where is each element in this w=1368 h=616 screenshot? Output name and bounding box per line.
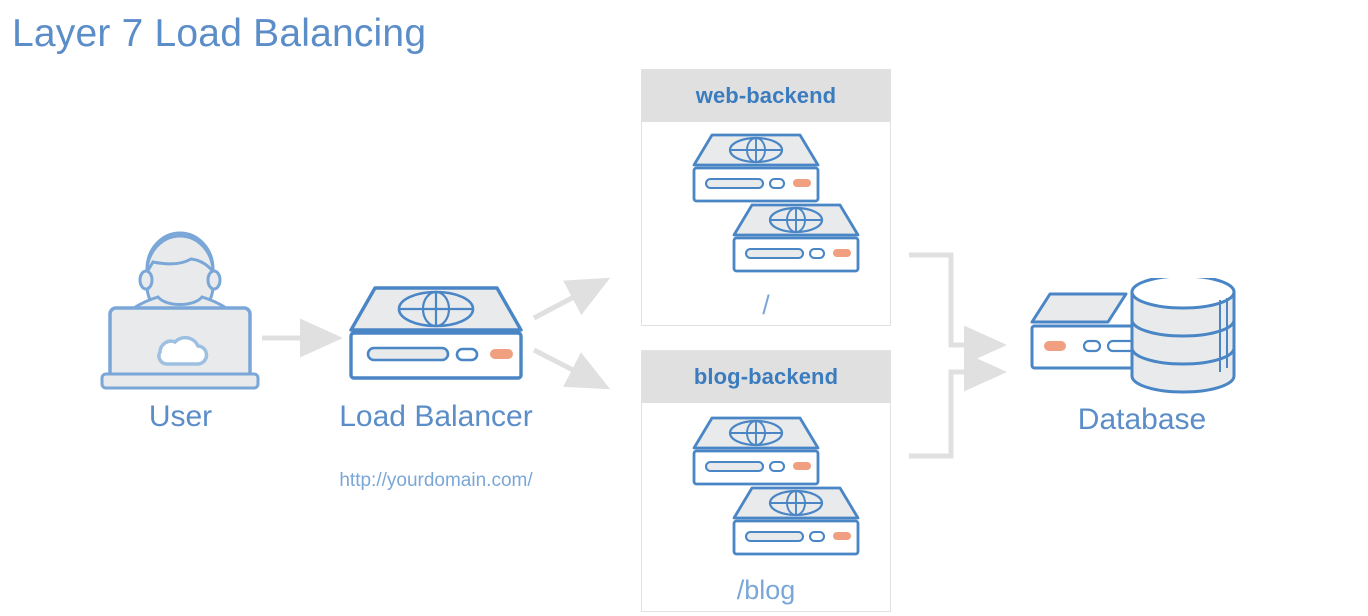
load-balancer-url-label: http://yourdomain.com/ <box>339 470 533 491</box>
database-node[interactable] <box>1028 274 1256 400</box>
user-laptop-icon <box>100 231 260 390</box>
load-balancer-label: Load Balancer <box>339 400 533 433</box>
load-balancer-node[interactable] <box>348 284 524 384</box>
cylinder-stack <box>1130 274 1236 394</box>
database-label: Database <box>1077 403 1207 436</box>
user-node[interactable] <box>98 222 263 392</box>
page-title: Layer 7 Load Balancing <box>12 12 427 55</box>
server-pair-icon <box>692 416 860 556</box>
group-header-web-backend: web-backend <box>642 70 890 122</box>
connector-load-balancer-to-blog-backend <box>532 347 611 390</box>
server-globe-icon <box>349 286 523 380</box>
connector-web-backend-to-database <box>909 252 1008 365</box>
server-pair-icon <box>692 133 860 273</box>
database-cylinder-icon <box>1030 274 1236 394</box>
connector-load-balancer-to-web-backend <box>532 277 611 321</box>
path-label-blog-backend: /blog <box>736 575 796 605</box>
user-label: User <box>148 400 213 433</box>
server-globe-icon-front <box>732 203 860 273</box>
server-globe-icon-back <box>692 133 820 203</box>
path-label-web-backend: / <box>762 290 770 320</box>
group-header-blog-backend: blog-backend <box>642 351 890 403</box>
group-card-blog-backend[interactable]: blog-backend <box>641 350 891 612</box>
group-card-web-backend[interactable]: web-backend <box>641 69 891 326</box>
server-globe-icon-front <box>732 486 860 556</box>
group-body-blog-backend: /blog <box>642 403 890 611</box>
group-header-label: blog-backend <box>693 364 839 389</box>
group-body-web-backend: / <box>642 122 890 325</box>
server-globe-icon-back <box>692 416 820 486</box>
group-header-label: web-backend <box>695 83 837 108</box>
connector-blog-backend-to-database <box>909 352 1008 459</box>
